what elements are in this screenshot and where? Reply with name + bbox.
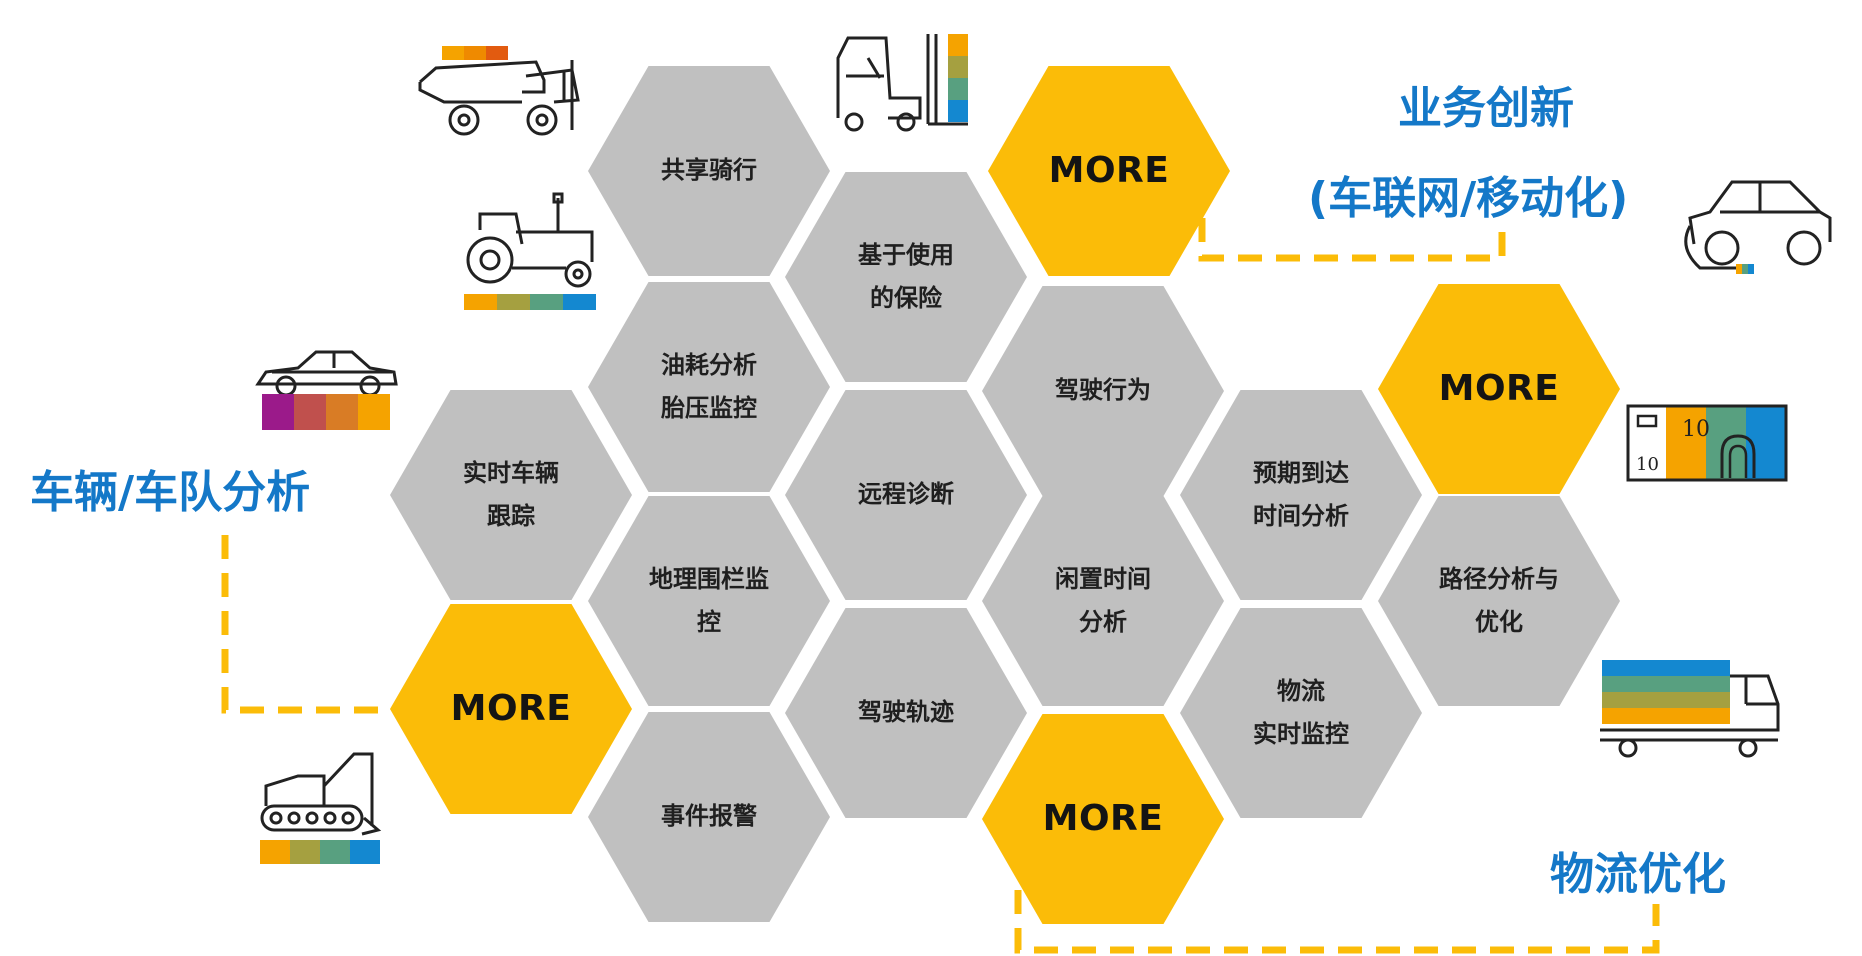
dump-truck-icon (418, 46, 580, 136)
banknote-value-bottom: 10 (1636, 454, 1659, 475)
hex-label: 实时车辆 跟踪 (463, 458, 559, 530)
heading-vehicle-analysis: 车辆/车队分析 (30, 467, 311, 518)
hex-more-top[interactable]: MORE (988, 66, 1230, 276)
car-icon (255, 350, 398, 430)
hex-label: 闲置时间 分析 (1055, 564, 1151, 636)
hex-label: MORE (1048, 150, 1170, 192)
hex-label: MORE (1042, 798, 1164, 840)
hex-label: 路径分析与 优化 (1439, 564, 1559, 636)
banknote-value-top: 10 (1682, 417, 1710, 442)
hex-label: 远程诊断 (858, 480, 954, 509)
connector-innovation (1198, 218, 1506, 262)
forklift-icon (836, 34, 968, 132)
connector-vehicle (221, 535, 392, 714)
hex-route-optimization[interactable]: 路径分析与 优化 (1378, 496, 1620, 706)
tractor-icon (464, 192, 596, 310)
hex-label: 油耗分析 胎压监控 (661, 350, 757, 422)
hex-eta-analysis[interactable]: 预期到达 时间分析 (1180, 390, 1422, 600)
hex-label: 驾驶轨迹 (858, 698, 954, 727)
hex-label: MORE (450, 688, 572, 730)
heading-business-innovation: 业务创新 (1398, 83, 1574, 134)
hex-label: 地理围栏监 控 (649, 564, 769, 636)
hex-label: 驾驶行为 (1055, 376, 1151, 405)
electric-car-icon (1684, 180, 1832, 274)
hex-label: 基于使用 的保险 (858, 240, 954, 312)
excavator-icon (260, 752, 382, 864)
heading-business-innovation-sub: (车联网/移动化) (1308, 173, 1629, 224)
hex-label: 预期到达 时间分析 (1253, 458, 1349, 530)
hex-label: 事件报警 (661, 802, 757, 831)
hex-label: 物流 实时监控 (1253, 676, 1349, 748)
hex-more-right[interactable]: MORE (1378, 284, 1620, 494)
hex-label: MORE (1438, 368, 1560, 410)
hex-logistics-monitoring[interactable]: 物流 实时监控 (1180, 608, 1422, 818)
banknote-icon: 10 10 (1626, 404, 1788, 482)
delivery-truck-icon (1600, 660, 1780, 758)
heading-logistics-optimization: 物流优化 (1550, 849, 1726, 900)
hex-label: 共享骑行 (661, 156, 757, 185)
